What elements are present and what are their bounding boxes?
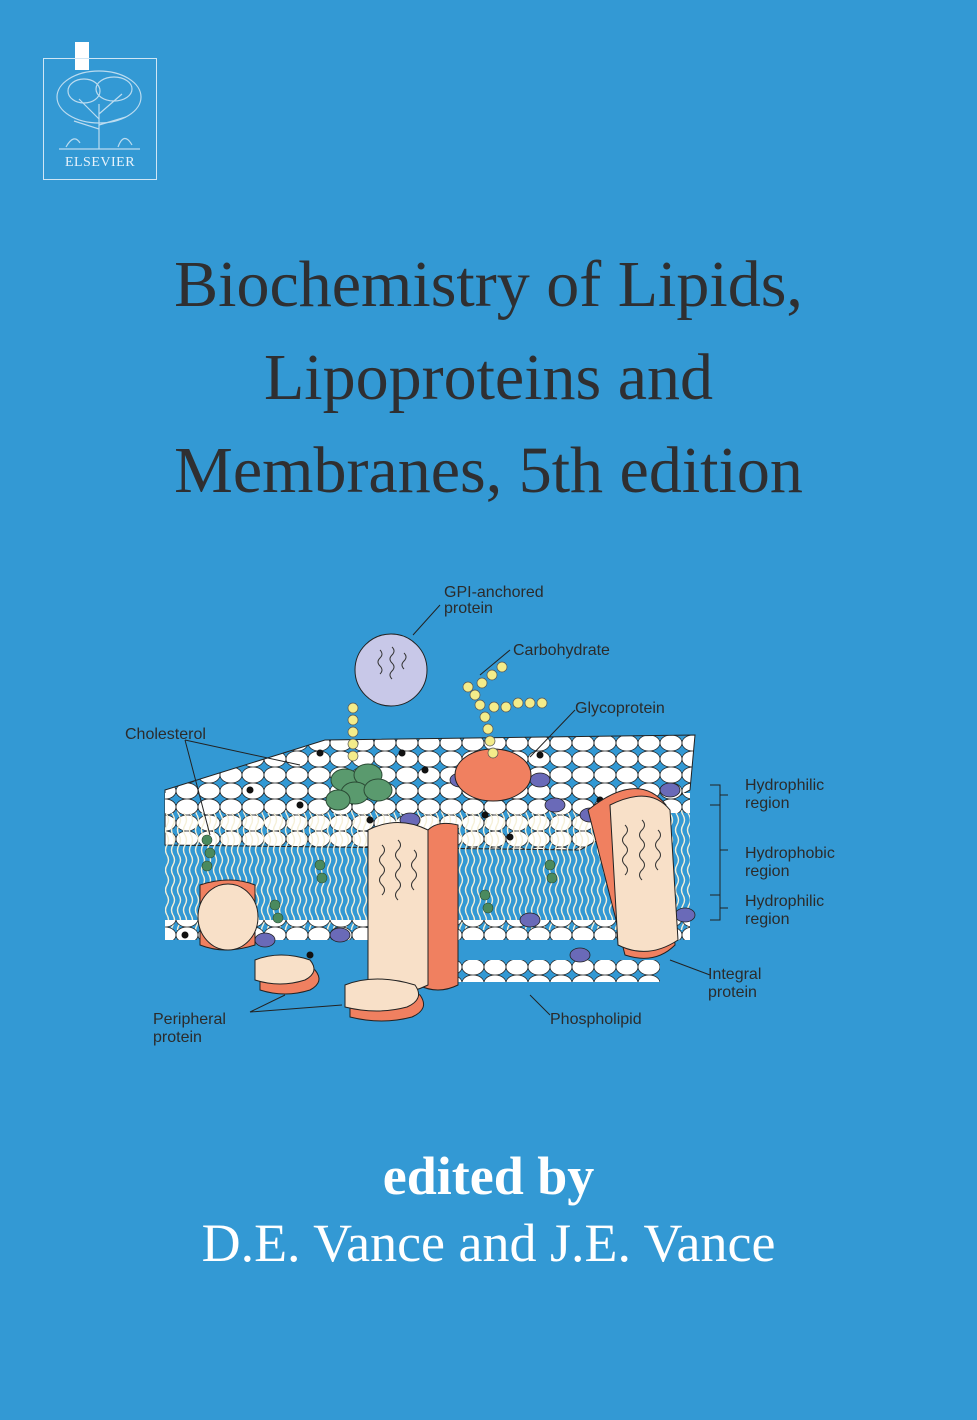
title-line-2: Lipoproteins and (263, 341, 714, 414)
integral-protein-left (197, 879, 259, 951)
label-hydrophilic-bottom-1: Hydrophilic (745, 893, 824, 910)
label-glycoprotein: Glycoprotein (575, 700, 665, 717)
label-hydrophilic-bottom-2: region (745, 911, 789, 928)
label-gpi-2: protein (444, 600, 493, 617)
label-hydrophobic-1: Hydrophobic (745, 845, 835, 862)
label-hydrophobic-2: region (745, 863, 789, 880)
peripheral-proteins (254, 954, 425, 1022)
cholesterol-in-tails (201, 834, 558, 924)
authors: D.E. Vance and J.E. Vance (201, 1213, 776, 1273)
carbohydrate-chain (462, 661, 548, 759)
label-gpi-1: GPI-anchored (444, 584, 544, 601)
label-integral-2: protein (708, 984, 757, 1001)
tree-icon (56, 70, 142, 150)
publisher-name: ELSEVIER (64, 155, 136, 170)
gpi-protein (354, 633, 428, 707)
label-cholesterol: Cholesterol (125, 726, 206, 743)
elsevier-logo: ELSEVIER (43, 58, 157, 180)
label-hydrophilic-top-2: region (745, 795, 789, 812)
label-integral-1: Integral (708, 966, 761, 983)
book-title: Biochemistry of Lipids, Lipoproteins and… (60, 238, 917, 517)
integral-protein-center (367, 822, 459, 993)
label-peripheral-1: Peripheral (153, 1011, 226, 1028)
label-hydrophilic-top-1: Hydrophilic (745, 777, 824, 794)
logo-tab (75, 42, 89, 70)
label-carbohydrate: Carbohydrate (513, 642, 610, 659)
cholesterol-cluster (325, 763, 393, 811)
title-line-3: Membranes, 5th edition (174, 434, 803, 507)
membrane-diagram: GPI-anchored protein Carbohydrate Glycop… (125, 584, 835, 1046)
integral-protein-right (587, 788, 679, 959)
label-phospholipid: Phospholipid (550, 1011, 642, 1028)
edited-by: edited by (382, 1146, 595, 1206)
title-line-1: Biochemistry of Lipids, (174, 248, 803, 321)
label-peripheral-2: protein (153, 1029, 202, 1046)
